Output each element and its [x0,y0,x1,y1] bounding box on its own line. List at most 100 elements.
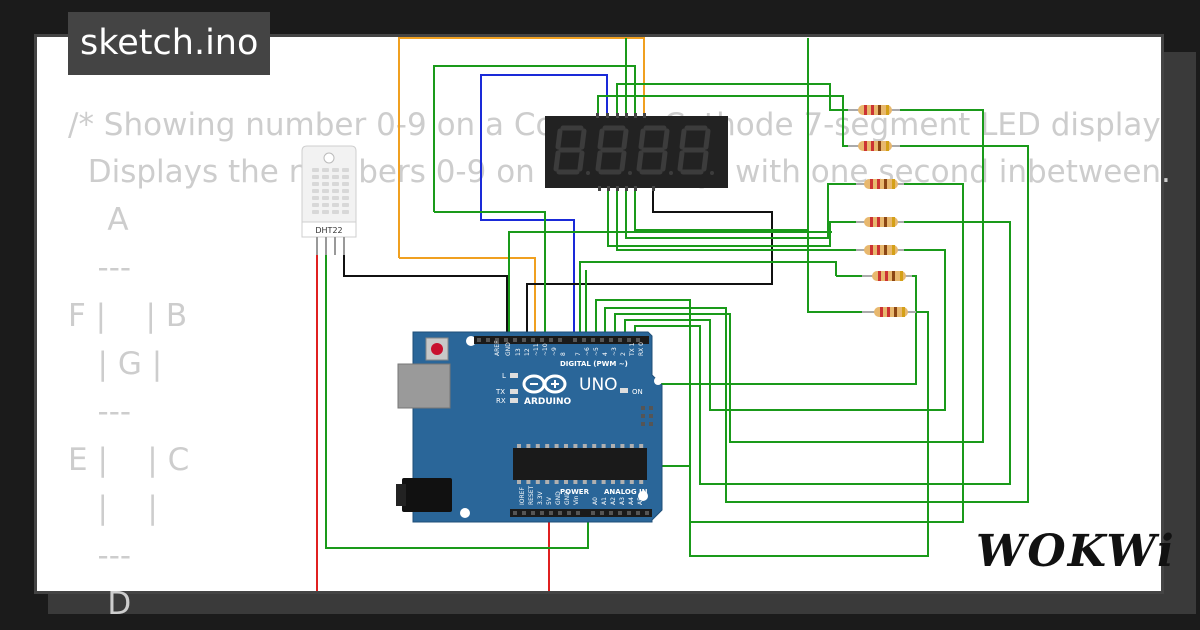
svg-text:GND: GND [564,491,571,505]
led-tx-label: TX [495,388,505,396]
svg-text:A5: A5 [637,497,644,505]
svg-text:7: 7 [575,352,582,356]
sensor-label: DHT22 [315,226,342,235]
svg-text:5V: 5V [546,496,553,505]
svg-text:AREF: AREF [494,340,501,356]
arduino-uno-board: AREF GND 13 12 ~11 ~10 ~9 8 7 ~6 ~5 4 ~3… [396,331,663,523]
digital-label: DIGITAL (PWM ~) [560,360,628,368]
resistor [856,179,904,189]
svg-text:~3: ~3 [611,347,618,356]
segment [555,128,563,150]
segment [577,150,585,172]
segment [703,128,711,150]
wire-green [634,183,808,231]
board-brand: ARDUINO [524,397,572,407]
resistor [856,245,904,255]
segment [662,128,670,150]
wire-black [343,255,508,338]
dht22-sensor: DHT22 [301,145,357,255]
svg-text:GND: GND [555,491,562,505]
wire-green [807,38,868,313]
wire-green [650,311,929,557]
display-digits [553,125,714,175]
code-line: D [68,586,132,622]
wire-orange [398,37,645,258]
svg-text:3.3V: 3.3V [537,490,544,505]
wire-green [614,109,984,443]
wire-green [434,211,546,338]
code-line: /* Showing number 0-9 on a Common Cathod… [68,107,1161,143]
segment [553,150,561,172]
segment [660,150,668,172]
svg-text:8: 8 [560,352,567,356]
segment [597,128,605,150]
power-label: POWER [560,488,590,496]
wire-green [624,249,946,411]
wokwi-logo: WOKWi [976,526,1176,577]
pin-labels: AREF GND 13 12 ~11 ~10 ~9 8 7 ~6 ~5 4 ~3… [494,340,645,505]
analog-label: ANALOG IN [604,488,648,496]
svg-text:~9: ~9 [551,347,558,356]
code-line: Displays the numbers 0-9 on the display,… [87,154,1171,190]
display-pins [596,113,655,191]
svg-text:~10: ~10 [542,343,549,356]
code-line: --- [68,394,132,430]
led-on-label: ON [632,388,643,396]
segment [701,150,709,172]
code-line: | | [68,490,158,526]
segment [595,150,603,172]
wires [316,37,1029,591]
svg-text:A2: A2 [610,497,617,505]
svg-text:~11: ~11 [533,343,540,356]
decimal-point [628,171,632,175]
svg-text:RX 0: RX 0 [638,342,645,356]
decimal-point [669,171,673,175]
wire-green [325,255,589,549]
code-line: A [68,202,129,238]
wire-green [616,183,870,251]
wire-green [607,183,866,247]
wire-green [634,221,1011,485]
code-line: E | | C [68,442,190,478]
seven-segment-display [545,113,728,191]
code-line: --- [68,250,132,286]
wire-blue [480,74,608,338]
segment [619,150,627,172]
led-rx-label: RX [496,397,506,405]
segment [579,128,587,150]
svg-text:A0: A0 [592,497,599,505]
resistor [848,105,900,115]
wire-green [433,65,636,212]
code-line: --- [68,538,132,574]
svg-text:RESET: RESET [528,485,535,505]
wire-orange [399,257,536,338]
decimal-point [586,171,590,175]
svg-text:IOREF: IOREF [519,487,526,505]
svg-text:12: 12 [524,348,531,356]
led-l-label: L [502,372,506,380]
arduino-logo-icon [522,374,567,394]
svg-text:A4: A4 [628,497,635,505]
resistor [848,141,900,151]
svg-text:A1: A1 [601,497,608,505]
file-tab[interactable]: sketch.ino [68,12,271,75]
svg-text:TX 1: TX 1 [629,342,636,357]
wire-black [526,183,773,338]
svg-text:GND: GND [505,342,512,356]
resistors [848,105,916,317]
segment [679,128,687,150]
wire-green [508,231,832,338]
board-name: UNO [579,375,618,395]
resistor [862,271,912,281]
svg-text:13: 13 [515,348,522,356]
svg-text:~5: ~5 [593,347,600,356]
wire-green [579,261,837,338]
resistor [862,307,916,317]
segment [636,150,644,172]
segment [621,128,629,150]
code-line: | G | [68,346,163,382]
wire-green [616,83,862,120]
resistor [856,217,904,227]
segment [677,150,685,172]
